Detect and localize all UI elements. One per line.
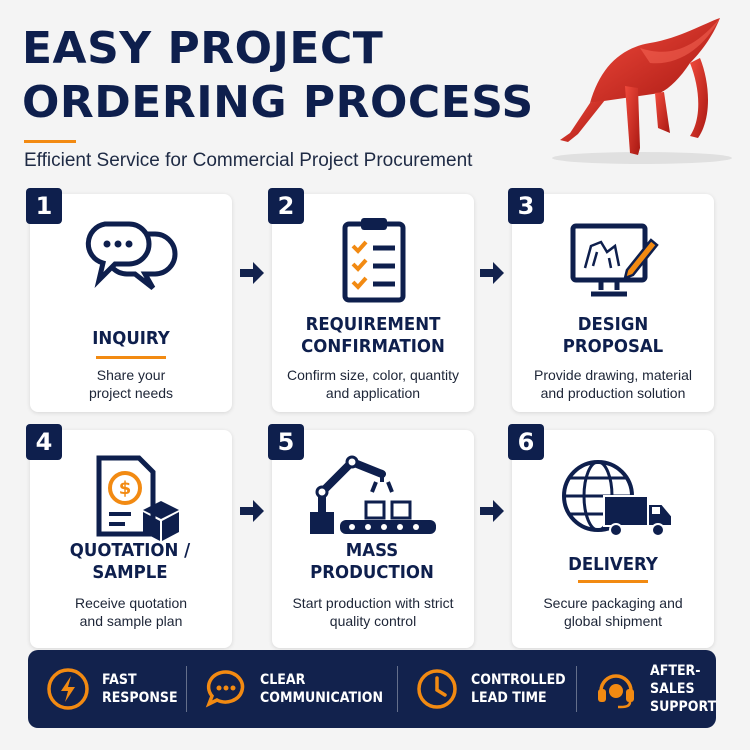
arrow-right-icon: [240, 262, 264, 284]
step-title: QUOTATION / SAMPLE: [69, 540, 191, 583]
feature-label: FAST RESPONSE: [102, 672, 178, 706]
step-description: Confirm size, color, quantity and applic…: [287, 367, 459, 401]
arrow-right-icon: [480, 500, 504, 522]
step-title: DELIVERY: [568, 554, 658, 575]
clipboard-checklist-icon: [342, 218, 406, 303]
step-card-mass-production: 5 MASS PRODUCTION Start production with …: [268, 424, 474, 648]
step-number-badge: 4: [26, 424, 62, 460]
svg-text:$: $: [119, 478, 132, 499]
globe-truck-icon: [562, 460, 673, 537]
step-number-badge: 5: [268, 424, 304, 460]
step-number-badge: 1: [26, 188, 62, 224]
step-underline: [96, 356, 166, 359]
arrow-right-icon: [240, 500, 264, 522]
robot-arm-conveyor-icon: [310, 455, 436, 534]
step-number-badge: 2: [268, 188, 304, 224]
chat-bubbles-icon: [85, 221, 178, 290]
step-card-quotation-sample: 4 $ QUOTATION / SAMPLE Receive quotation…: [26, 424, 232, 648]
step-description: Secure packaging and global shipment: [543, 595, 683, 629]
chat-icon: [205, 670, 245, 708]
feature-fast-response: FAST RESPONSE: [28, 650, 186, 728]
step-title: DESIGN PROPOSAL: [562, 314, 664, 357]
feature-label: AFTER-SALES SUPPORT: [649, 663, 717, 715]
clock-icon: [416, 669, 457, 709]
design-monitor-icon: [570, 223, 659, 297]
headset-icon: [597, 674, 634, 709]
step-card-design-proposal: 3 DESIGN PROPOSAL Provide drawing, mater…: [508, 188, 714, 412]
step-description: Share your project needs: [88, 367, 174, 401]
page-title: EASY PROJECT ORDERING PROCESS: [22, 23, 534, 128]
step-number-badge: 6: [508, 424, 544, 460]
step-card-inquiry: 1 INQUIRY Share your project needs: [26, 188, 232, 412]
step-underline: [578, 580, 648, 583]
feature-label: CONTROLLED LEAD TIME: [470, 672, 566, 706]
arrow-right-icon: [480, 262, 504, 284]
features-bar: FAST RESPONSE CLEAR COMMUNICATION CONTRO…: [28, 650, 716, 728]
page-subtitle: Efficient Service for Commercial Project…: [24, 150, 473, 171]
red-chair-image: [552, 18, 732, 164]
feature-controlled-lead-time: CONTROLLED LEAD TIME: [396, 650, 576, 728]
step-description: Start production with strict quality con…: [292, 595, 454, 629]
step-description: Receive quotation and sample plan: [74, 595, 188, 629]
step-card-delivery: 6 DELIVERY Secure packaging and global s…: [508, 424, 714, 648]
step-card-requirement-confirmation: 2 REQUIREMENT CONFIRMATION Confirm size,…: [268, 188, 474, 412]
quotation-document-icon: $: [96, 455, 179, 541]
title-underline: [24, 140, 76, 143]
step-title: REQUIREMENT CONFIRMATION: [301, 314, 445, 357]
step-number-badge: 3: [508, 188, 544, 224]
feature-after-sales-support: AFTER-SALES SUPPORT: [575, 650, 724, 728]
lightning-icon: [47, 668, 89, 710]
step-description: Provide drawing, material and production…: [534, 367, 692, 401]
step-title: MASS PRODUCTION: [310, 540, 434, 583]
feature-label: CLEAR COMMUNICATION: [259, 672, 384, 706]
feature-clear-communication: CLEAR COMMUNICATION: [185, 650, 397, 728]
step-title: INQUIRY: [92, 328, 170, 349]
